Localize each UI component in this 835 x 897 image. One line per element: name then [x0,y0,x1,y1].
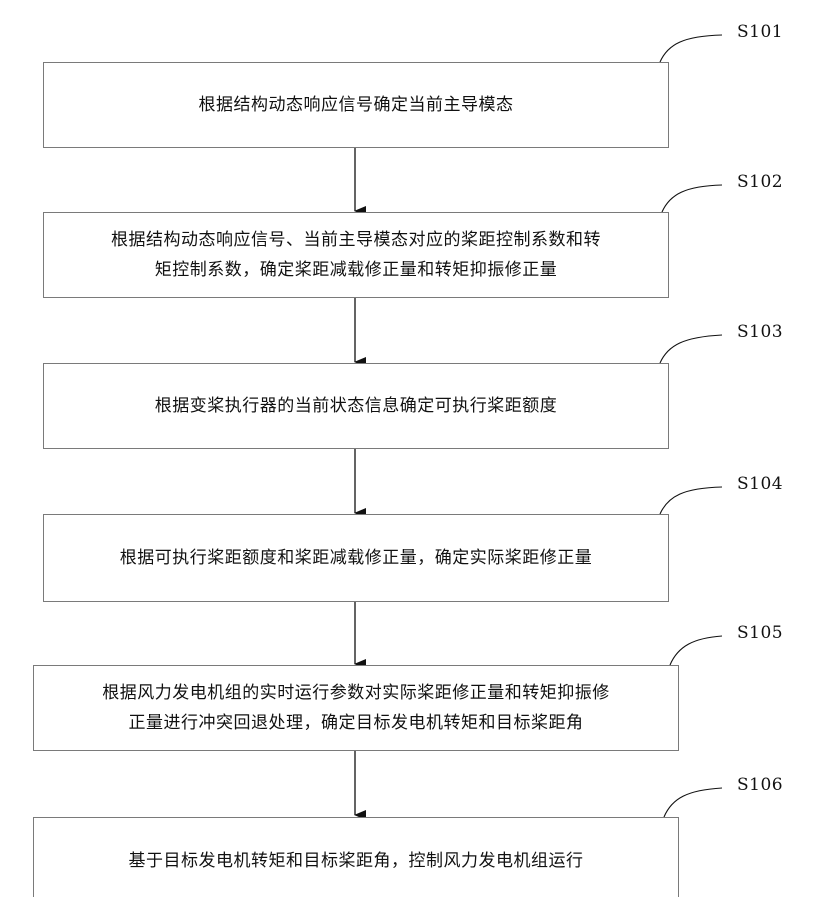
step-box-s103: 根据变桨执行器的当前状态信息确定可执行桨距额度 [43,363,669,449]
leader-s105 [670,636,722,665]
leader-s102 [662,185,722,212]
leader-s104 [660,487,722,514]
step-box-s102: 根据结构动态响应信号、当前主导模态对应的桨距控制系数和转 矩控制系数，确定桨距减… [43,212,669,298]
step-text-s103: 根据变桨执行器的当前状态信息确定可执行桨距额度 [155,391,558,421]
step-text-s102: 根据结构动态响应信号、当前主导模态对应的桨距控制系数和转 矩控制系数，确定桨距减… [111,225,601,285]
leader-s106 [664,788,722,817]
step-text-s104: 根据可执行桨距额度和桨距减载修正量，确定实际桨距修正量 [120,543,593,573]
step-box-s101: 根据结构动态响应信号确定当前主导模态 [43,62,669,148]
leader-s103 [660,335,722,363]
step-label-s102: S102 [737,172,783,192]
step-label-s106: S106 [737,775,783,795]
step-label-s104: S104 [737,474,783,494]
step-box-s106: 基于目标发电机转矩和目标桨距角，控制风力发电机组运行 [33,817,679,897]
step-label-s101: S101 [737,22,783,42]
step-text-s105: 根据风力发电机组的实时运行参数对实际桨距修正量和转矩抑振修 正量进行冲突回退处理… [102,678,610,738]
step-text-s101: 根据结构动态响应信号确定当前主导模态 [199,90,514,120]
step-box-s104: 根据可执行桨距额度和桨距减载修正量，确定实际桨距修正量 [43,514,669,602]
step-box-s105: 根据风力发电机组的实时运行参数对实际桨距修正量和转矩抑振修 正量进行冲突回退处理… [33,665,679,751]
leader-s101 [660,35,722,62]
step-label-s105: S105 [737,623,783,643]
step-text-s106: 基于目标发电机转矩和目标桨距角，控制风力发电机组运行 [129,846,584,876]
step-label-s103: S103 [737,322,783,342]
